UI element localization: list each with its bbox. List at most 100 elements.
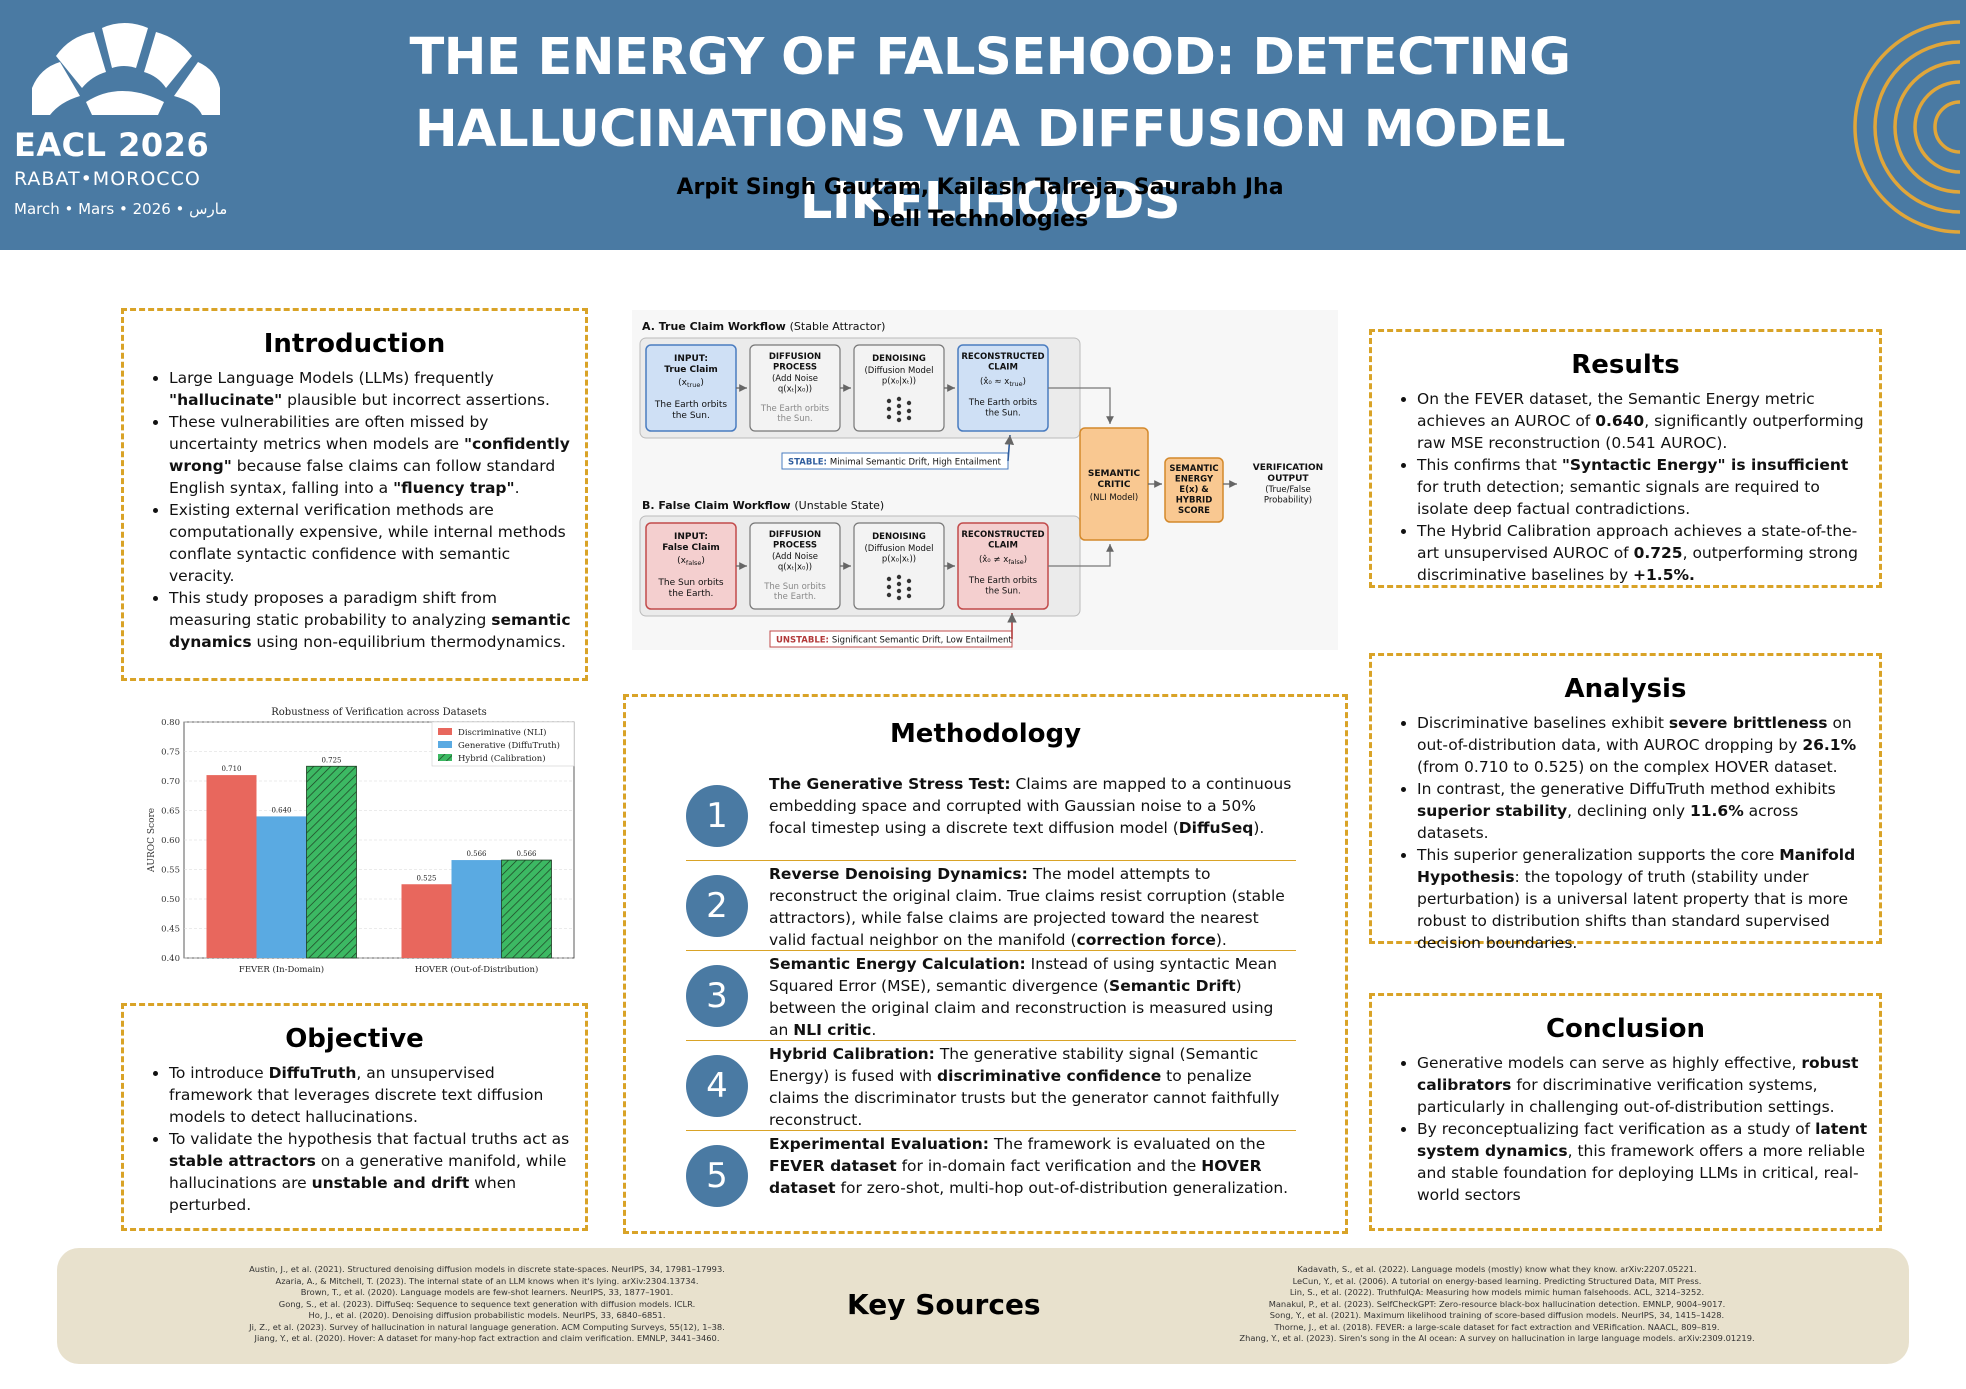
bar-value-label: 0.725 xyxy=(321,756,341,764)
input-claim-text: the Earth. xyxy=(669,589,714,599)
reference-item: Song, Y., et al. (2021). Maximum likelih… xyxy=(1269,1310,1725,1320)
energy-label: E(x) & xyxy=(1179,485,1209,495)
input-symbol: (xtrue) xyxy=(678,378,704,389)
reference-item: Gong, S., et al. (2023). DiffuSeq: Seque… xyxy=(278,1298,696,1309)
neural-network-icon xyxy=(886,396,912,423)
results-section: Results On the FEVER dataset, the Semant… xyxy=(1369,329,1882,588)
diffusion-formula: (Add Noise xyxy=(772,374,818,384)
connector-line xyxy=(1048,544,1114,567)
stable-label: STABLE: Minimal Semantic Drift, High Ent… xyxy=(788,458,1002,468)
reference-item: Ji, Z., et al. (2023). Survey of halluci… xyxy=(249,1321,725,1332)
input-claim-text: the Sun. xyxy=(672,411,710,421)
denoising-label: DENOISING xyxy=(872,354,926,364)
bar-value-label: 0.566 xyxy=(516,850,537,858)
recon-label: CLAIM xyxy=(988,541,1018,551)
input-label: False Claim xyxy=(662,543,720,553)
workflow-b-title: B. False Claim Workflow (Unstable State) xyxy=(642,499,884,512)
bar xyxy=(206,775,257,958)
energy-label: ENERGY xyxy=(1175,475,1214,485)
eacl-logo: EACL 2026 RABAT•MOROCCO March • Mars • 2… xyxy=(10,10,235,225)
bar-value-label: 0.525 xyxy=(416,874,436,882)
legend-label: Discriminative (NLI) xyxy=(458,727,547,738)
connector-line xyxy=(1048,387,1114,424)
output-sub: Probability) xyxy=(1264,496,1312,506)
reference-item: Austin, J., et al. (2021). Structured de… xyxy=(249,1264,725,1274)
diffusion-noisy-text: The Sun orbits xyxy=(763,582,826,592)
introduction-section: Introduction Large Language Models (LLMs… xyxy=(121,308,588,681)
step-number-badge: 2 xyxy=(686,875,748,937)
bullet-item: To introduce DiffuTruth, an unsupervised… xyxy=(169,1062,575,1128)
diffusion-label: DIFFUSION xyxy=(769,352,821,362)
bullet-item: These vulnerabilities are often missed b… xyxy=(169,411,575,499)
critic-label: CRITIC xyxy=(1098,480,1131,490)
critic-sub: (NLI Model) xyxy=(1090,493,1138,503)
workflow-diagram: A. True Claim Workflow (Stable Attractor… xyxy=(632,310,1338,650)
x-tick-label: FEVER (In-Domain) xyxy=(239,964,324,975)
y-tick-label: 0.40 xyxy=(161,954,180,964)
recon-label: CLAIM xyxy=(988,363,1018,373)
legend-box xyxy=(431,721,575,767)
recon-claim-text: the Sun. xyxy=(985,409,1021,419)
references-left: Austin, J., et al. (2021). Structured de… xyxy=(177,1264,797,1345)
denoising-formula: (Diffusion Model xyxy=(864,544,933,554)
bullet-item: In contrast, the generative DiffuTruth m… xyxy=(1417,778,1869,844)
recon-claim-text: the Sun. xyxy=(985,587,1021,597)
conclusion-section: Conclusion Generative models can serve a… xyxy=(1369,993,1882,1231)
y-tick-label: 0.70 xyxy=(161,777,180,787)
input-symbol: (xfalse) xyxy=(677,556,705,567)
bar xyxy=(451,860,502,958)
step-text: The Generative Stress Test: Claims are m… xyxy=(769,775,1292,837)
y-axis-label: AUROC Score xyxy=(147,808,157,873)
recon-label: RECONSTRUCTED xyxy=(961,352,1044,362)
step-text: Reverse Denoising Dynamics: The model at… xyxy=(769,865,1285,949)
authors-block: Arpit Singh Gautam, Kailash Talreja, Sau… xyxy=(400,172,1560,236)
conference-date: March • Mars • 2026 • مارس xyxy=(14,200,228,218)
key-sources-section: Austin, J., et al. (2021). Structured de… xyxy=(57,1248,1909,1364)
bar xyxy=(306,765,357,959)
recon-claim-text: The Earth orbits xyxy=(968,576,1038,586)
y-tick-label: 0.55 xyxy=(161,866,180,876)
diffusion-formula: (Add Noise xyxy=(772,552,818,562)
reference-item: Zhang, Y., et al. (2023). Siren's song i… xyxy=(1239,1333,1755,1343)
results-title: Results xyxy=(1571,350,1680,380)
output-label: OUTPUT xyxy=(1267,474,1309,484)
reference-item: Ho, J., et al. (2020). Denoising diffusi… xyxy=(308,1310,666,1320)
introduction-title: Introduction xyxy=(263,329,446,359)
analysis-section: Analysis Discriminative baselines exhibi… xyxy=(1369,653,1882,952)
reference-item: Manakul, P., et al. (2023). SelfCheckGPT… xyxy=(1268,1298,1726,1309)
denoising-label: DENOISING xyxy=(872,532,926,542)
bullet-item: Generative models can serve as highly ef… xyxy=(1417,1052,1869,1118)
objective-title: Objective xyxy=(285,1024,424,1054)
bar-value-label: 0.710 xyxy=(221,765,241,773)
reference-item: Lin, S., et al. (2022). TruthfulQA: Meas… xyxy=(1289,1287,1705,1297)
workflow-svg: A. True Claim Workflow (Stable Attractor… xyxy=(639,320,1323,648)
bar xyxy=(401,884,452,958)
recon-label: RECONSTRUCTED xyxy=(961,530,1044,540)
unstable-label: UNSTABLE: Significant Semantic Drift, Lo… xyxy=(776,636,1012,646)
recon-claim-text: The Earth orbits xyxy=(968,398,1038,408)
legend-swatch xyxy=(438,728,452,735)
bullet-item: Existing external verification methods a… xyxy=(169,499,575,587)
bullet-item: This confirms that "Syntactic Energy" is… xyxy=(1417,454,1869,520)
analysis-list: Discriminative baselines exhibit severe … xyxy=(1372,712,1879,954)
step-text: Hybrid Calibration: The generative stabi… xyxy=(769,1045,1280,1129)
diffusion-label: PROCESS xyxy=(773,363,817,373)
input-label: True Claim xyxy=(664,365,717,375)
title-line-2: HALLUCINATIONS VIA DIFFUSION MODEL LIKEL… xyxy=(415,100,1565,231)
denoising-formula: (Diffusion Model xyxy=(864,366,933,376)
recon-equation: (x̂₀ ≠ xfalse) xyxy=(979,554,1027,566)
x-tick-label: HOVER (Out-of-Distribution) xyxy=(415,964,539,975)
output-sub: (True/False xyxy=(1265,485,1311,495)
legend-label: Generative (DiffuTruth) xyxy=(458,740,560,751)
diffusion-formula: q(xₜ|x₀)) xyxy=(778,385,812,395)
bullet-item: This superior generalization supports th… xyxy=(1417,844,1869,954)
reference-item: Azaria, A., & Mitchell, T. (2023). The i… xyxy=(275,1275,699,1286)
critic-label: SEMANTIC xyxy=(1088,469,1141,479)
y-tick-label: 0.75 xyxy=(161,748,180,758)
legend-swatch xyxy=(438,741,452,748)
reference-item: Brown, T., et al. (2020). Language model… xyxy=(300,1287,674,1297)
chart-title: Robustness of Verification across Datase… xyxy=(271,707,487,718)
